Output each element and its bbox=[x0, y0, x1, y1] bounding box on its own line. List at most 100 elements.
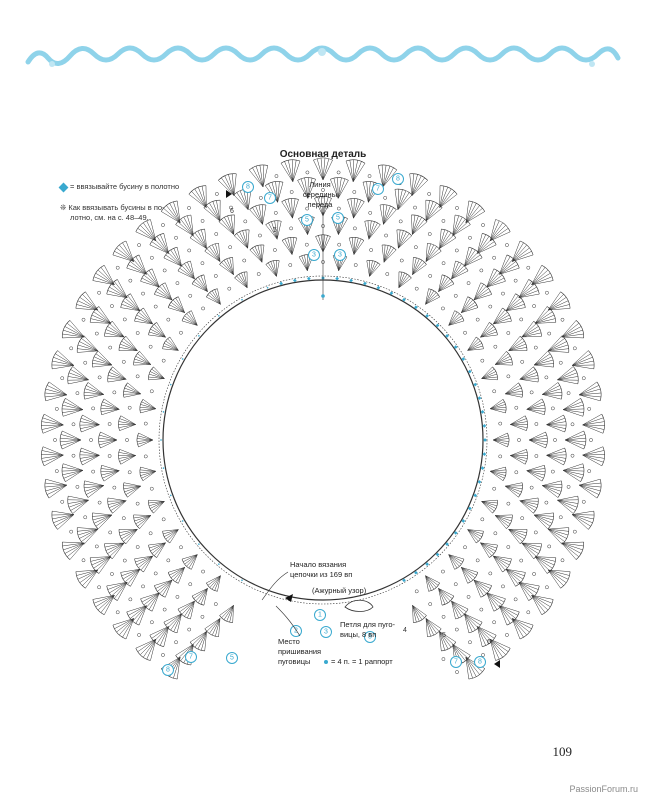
stitch-spoke bbox=[190, 237, 207, 249]
stitch-spoke bbox=[452, 215, 459, 236]
stitch-spoke bbox=[521, 542, 541, 551]
chain-loop bbox=[107, 422, 112, 426]
stitch-spoke bbox=[90, 556, 111, 558]
stitch-spoke bbox=[381, 245, 385, 263]
stitch-spoke bbox=[201, 631, 207, 651]
stitch-spoke bbox=[493, 314, 510, 325]
stitch-spoke bbox=[531, 595, 551, 607]
stitch-spoke bbox=[439, 631, 445, 651]
stitch-spoke bbox=[557, 499, 574, 514]
stitch-spoke bbox=[505, 307, 526, 312]
stitch-spoke bbox=[85, 569, 99, 589]
stitch-spoke bbox=[280, 163, 294, 182]
stitch-spoke bbox=[489, 401, 505, 409]
stitch-spoke bbox=[137, 439, 154, 445]
stitch-spoke bbox=[412, 221, 428, 235]
stitch-spoke bbox=[249, 209, 263, 225]
stitch-spoke bbox=[528, 439, 548, 442]
stitch-spoke bbox=[209, 202, 221, 222]
scallop-arc bbox=[524, 449, 528, 465]
stitch-spoke bbox=[182, 554, 198, 562]
stitch-spoke bbox=[473, 294, 492, 301]
row-badge-label: 5 bbox=[336, 215, 340, 222]
stitch-spoke bbox=[150, 639, 157, 661]
scallop-arc bbox=[502, 466, 507, 481]
stitch-spoke bbox=[121, 529, 138, 540]
stitch-spoke bbox=[369, 261, 376, 277]
stitch-spoke bbox=[218, 243, 221, 262]
chain-loop bbox=[337, 242, 342, 247]
stitch-spoke bbox=[55, 514, 75, 527]
stitch-spoke bbox=[66, 323, 85, 338]
stitch-spoke bbox=[190, 214, 194, 236]
chain-loop bbox=[367, 174, 372, 178]
stitch-spoke bbox=[473, 288, 489, 301]
stitch-spoke bbox=[41, 424, 64, 430]
scallop-arc bbox=[518, 482, 523, 498]
chain-loop bbox=[587, 469, 592, 473]
stitch-spoke bbox=[448, 313, 460, 326]
stitch-spoke bbox=[233, 194, 249, 211]
stitch-spoke bbox=[425, 288, 429, 305]
stitch-spoke bbox=[563, 408, 584, 410]
stitch-spoke bbox=[461, 567, 478, 573]
stitch-spoke bbox=[44, 454, 64, 467]
stitch-spoke bbox=[505, 482, 523, 487]
chain-loop bbox=[427, 232, 432, 236]
stitch-spoke bbox=[542, 391, 562, 395]
stitch-spoke bbox=[138, 439, 154, 448]
stitch-spoke bbox=[206, 618, 221, 632]
stitch-spoke bbox=[41, 450, 64, 456]
stitch-spoke bbox=[582, 454, 605, 456]
legend-bead-row: = ввязывайте бусину в полотно bbox=[58, 182, 179, 192]
stitch-spoke bbox=[451, 265, 465, 280]
stitch-spoke bbox=[563, 404, 584, 410]
stitch-spoke bbox=[177, 270, 195, 280]
stitch-spoke bbox=[499, 605, 518, 616]
stitch-spoke bbox=[366, 181, 369, 203]
scallop-arc bbox=[106, 585, 118, 601]
scallop-arc bbox=[541, 465, 546, 482]
center-front-marker bbox=[321, 294, 325, 298]
chain-loop bbox=[545, 585, 549, 590]
stitch-spoke bbox=[258, 204, 263, 225]
stitch-spoke bbox=[72, 366, 89, 381]
stitch-spoke bbox=[82, 569, 99, 586]
stitch-spoke bbox=[490, 406, 507, 410]
scallop-arc bbox=[515, 572, 526, 587]
stitch-spoke bbox=[451, 600, 469, 610]
stitch-spoke bbox=[534, 556, 555, 566]
stitch-spoke bbox=[411, 175, 422, 196]
stitch-spoke bbox=[104, 265, 115, 285]
stitch-spoke bbox=[412, 257, 417, 275]
stitch-spoke bbox=[526, 404, 545, 410]
scallop-arc bbox=[563, 414, 567, 433]
chain-loop bbox=[488, 304, 493, 309]
stitch-spoke bbox=[77, 348, 99, 352]
stitch-spoke bbox=[72, 499, 89, 514]
chain-loop bbox=[498, 421, 503, 426]
stitch-spoke bbox=[425, 201, 434, 222]
stitch-spoke bbox=[425, 618, 437, 634]
stitch-spoke bbox=[184, 600, 195, 617]
stitch-spoke bbox=[219, 605, 234, 616]
stitch-spoke bbox=[557, 379, 578, 385]
stitch-spoke bbox=[330, 179, 339, 199]
stitch-spoke bbox=[510, 455, 527, 462]
stitch-spoke bbox=[123, 529, 138, 542]
scallop-arc bbox=[139, 399, 144, 414]
stitch-spoke bbox=[160, 626, 169, 646]
stitch-spoke bbox=[510, 424, 527, 431]
stitch-spoke bbox=[119, 618, 135, 636]
stitch-spoke bbox=[172, 567, 185, 581]
chain-loop bbox=[480, 358, 485, 363]
stitch-spoke bbox=[535, 322, 556, 324]
scallop-arc bbox=[545, 431, 548, 449]
stitch-spoke bbox=[486, 592, 505, 603]
chain-loop bbox=[110, 572, 114, 576]
stitch-spoke bbox=[239, 231, 248, 249]
stitch-spoke bbox=[572, 510, 594, 515]
stitch-spoke bbox=[114, 251, 134, 262]
stitch-spoke bbox=[140, 470, 156, 476]
bead-mark bbox=[169, 494, 172, 497]
